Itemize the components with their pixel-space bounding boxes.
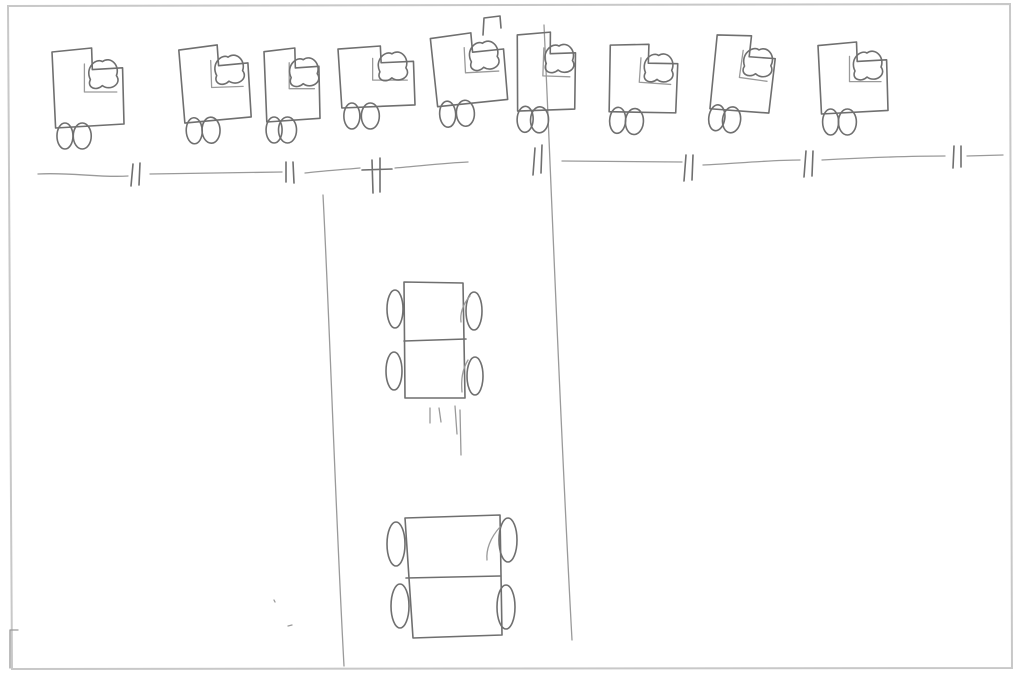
vehicle-row — [52, 16, 888, 149]
side-view-vehicle-6 — [514, 31, 577, 134]
track-tick — [286, 162, 294, 183]
stray-mark — [274, 600, 275, 602]
top-view-vehicle-upper — [386, 282, 483, 455]
track-tick — [804, 151, 813, 177]
side-view-vehicle-3 — [264, 48, 320, 143]
vehicle-hook — [483, 16, 501, 35]
side-view-vehicle-5 — [430, 31, 509, 128]
side-view-vehicle-8 — [704, 31, 779, 138]
track-tick — [533, 145, 542, 175]
side-view-vehicle-1 — [52, 48, 124, 149]
side-view-vehicle-4 — [338, 46, 415, 129]
track-line — [38, 145, 1003, 193]
track-tick — [131, 163, 140, 186]
side-view-vehicle-9 — [818, 42, 888, 135]
side-view-vehicle-7 — [604, 42, 680, 138]
side-view-vehicle-2 — [179, 44, 252, 144]
track-tick — [953, 146, 961, 168]
top-view-vehicle-lower — [387, 515, 517, 638]
road-lines — [323, 25, 572, 666]
stray-mark — [288, 625, 292, 626]
paper-border — [8, 4, 1012, 669]
track-tick — [684, 155, 693, 181]
track-tick — [362, 158, 392, 193]
lane-line-left — [323, 195, 344, 666]
